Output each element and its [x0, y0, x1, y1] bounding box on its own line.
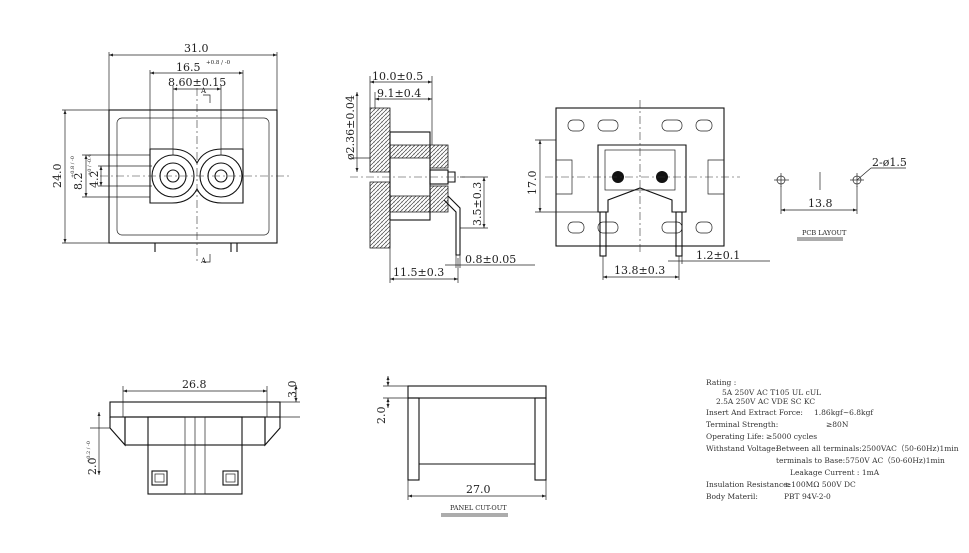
- panel-cutout-view: 2.0 27.0 PANEL CUT-OUT: [375, 376, 547, 517]
- spec-label: Terminal Strength:: [706, 420, 778, 429]
- rear-slot: [695, 221, 713, 234]
- rear-slot: [567, 119, 585, 132]
- pcb-caption: PCB LAYOUT: [802, 229, 847, 237]
- dim-pin-span-tol: +0.8 / -0: [206, 60, 231, 66]
- pcb-layout: 2-ø1.5 13.8 PCB LAYOUT: [774, 156, 907, 241]
- dim-cavity-height-label: 8.2: [72, 173, 85, 191]
- panel-wall-left: [407, 397, 420, 481]
- socket-cavity: [149, 148, 244, 204]
- spec-value: 1.86kgf~6.8kgf: [814, 408, 874, 417]
- dim-latch-tol: +0.2 / -0: [86, 441, 92, 463]
- bottom-terminal-left: [151, 470, 168, 486]
- spec-value: terminals to Base:5750V AC（50-60Hz)1min: [776, 456, 945, 465]
- section-mark-top: [203, 94, 211, 103]
- spec-value: PBT 94V-2-0: [784, 492, 831, 501]
- spec-label: Withstand Voltage:: [706, 444, 778, 453]
- bottom-flange: [109, 401, 281, 418]
- spec-value: ≥80N: [826, 420, 849, 429]
- rear-contact-left: [612, 171, 624, 183]
- panel-top: [407, 385, 547, 399]
- dim-pin-width-label: 1.2±0.1: [696, 249, 740, 262]
- rear-pin-left: [599, 211, 607, 257]
- spec-value: Between all terminals:2500VAC（50-60Hz)1m…: [776, 444, 959, 453]
- dim-pcb-spacing-label: 13.8: [808, 197, 833, 210]
- rear-slot: [597, 119, 619, 132]
- dim-cutout-width-label: 27.0: [466, 483, 491, 496]
- dim-panel-thickness-label: 2.0: [375, 407, 388, 425]
- spec-block: Rating : 5A 250V AC T105 UL cUL 2.5A 250…: [706, 378, 959, 501]
- rear-slot: [567, 221, 585, 234]
- dim-flange-label: 3.0: [286, 381, 299, 399]
- spec-label: Insulation Resistance:: [706, 480, 790, 489]
- rear-slot: [661, 221, 683, 234]
- side-terminal: [443, 195, 461, 256]
- panel-wall-right: [534, 397, 547, 481]
- dim-height-label: 24.0: [51, 164, 64, 189]
- rear-slot: [597, 221, 619, 234]
- spec-rating-line: 5A 250V AC T105 UL cUL: [722, 388, 821, 397]
- spec-label: Insert And Extract Force:: [706, 408, 803, 417]
- spec-value: Leakage Current : 1mA: [790, 468, 880, 477]
- dim-cavity-height-tol: +0.8 / -0: [70, 156, 76, 178]
- bottom-view: 26.8 3.0 2.0 +0.2 / -0: [86, 378, 300, 495]
- dim-overall-width-label: 31.0: [184, 42, 209, 55]
- dim-pin-thickness-label: 0.8±0.05: [465, 253, 516, 266]
- side-contact-tip: [448, 171, 456, 183]
- bottom-terminal-right-inner: [225, 473, 236, 483]
- dim-bottom-length-label: 11.5±0.3: [393, 266, 444, 279]
- front-flange-outline: [108, 109, 278, 244]
- dim-cavity-inner-tol: +0 / -0.4: [87, 154, 93, 176]
- spec-rating: Rating :: [706, 378, 736, 387]
- spec-label: Body Materil:: [706, 492, 758, 501]
- bottom-latch-right: [264, 417, 281, 447]
- rear-view: 17.0 1.2±0.1 13.8±0.3: [526, 100, 770, 280]
- section-label-top: A: [200, 87, 207, 95]
- dim-depth-inner-label: 9.1±0.4: [377, 87, 421, 100]
- pcb-hole-spec: 2-ø1.5: [872, 156, 907, 169]
- bottom-terminal-right: [222, 470, 239, 486]
- dim-pin-height-label: 3.5±0.3: [471, 182, 484, 226]
- bottom-terminal-left-inner: [154, 473, 165, 483]
- dim-bottom-width-label: 26.8: [182, 378, 207, 391]
- dim-rear-height-label: 17.0: [526, 171, 539, 196]
- panel-caption: PANEL CUT-OUT: [450, 504, 507, 512]
- spec-rating-line: 2.5A 250V AC VDE SC KC: [716, 397, 815, 406]
- dim-pin-span-label: 16.5: [176, 61, 201, 74]
- spec-value: ≥100MΩ 500V DC: [785, 480, 856, 489]
- dim-latch-label: 2.0: [86, 458, 99, 476]
- rear-pin-right: [675, 211, 683, 257]
- dim-pin-pitch-label: 8.60±0.15: [168, 76, 226, 89]
- section-mark-bottom: [203, 254, 211, 263]
- dim-cavity-inner-label: 4.2: [88, 171, 101, 189]
- dim-depth-label: 10.0±0.5: [372, 70, 423, 83]
- front-view: A A 31.0 16.5 +0.8 / -0 8.60±0.15 24.0 8…: [51, 42, 292, 265]
- dim-diameter-label: ø2.36±0.04: [344, 95, 357, 160]
- spec-value: ≥5000 cycles: [766, 432, 817, 441]
- side-housing-bottom: [369, 181, 449, 249]
- front-body-outline: [116, 117, 270, 236]
- rear-body: [597, 144, 687, 213]
- rear-slot: [661, 119, 683, 132]
- pcb-leader: [856, 167, 872, 181]
- bottom-latch-left: [109, 417, 126, 447]
- section-label-bottom: A: [200, 257, 207, 265]
- spec-label: Operating Life:: [706, 432, 764, 441]
- rear-slot: [695, 119, 713, 132]
- side-section-view: 10.0±0.5 9.1±0.4 ø2.36±0.04 3.5±0.3 0.8±…: [344, 70, 535, 283]
- dim-rear-pin-span-label: 13.8±0.3: [614, 264, 665, 277]
- side-housing-top: [369, 107, 449, 173]
